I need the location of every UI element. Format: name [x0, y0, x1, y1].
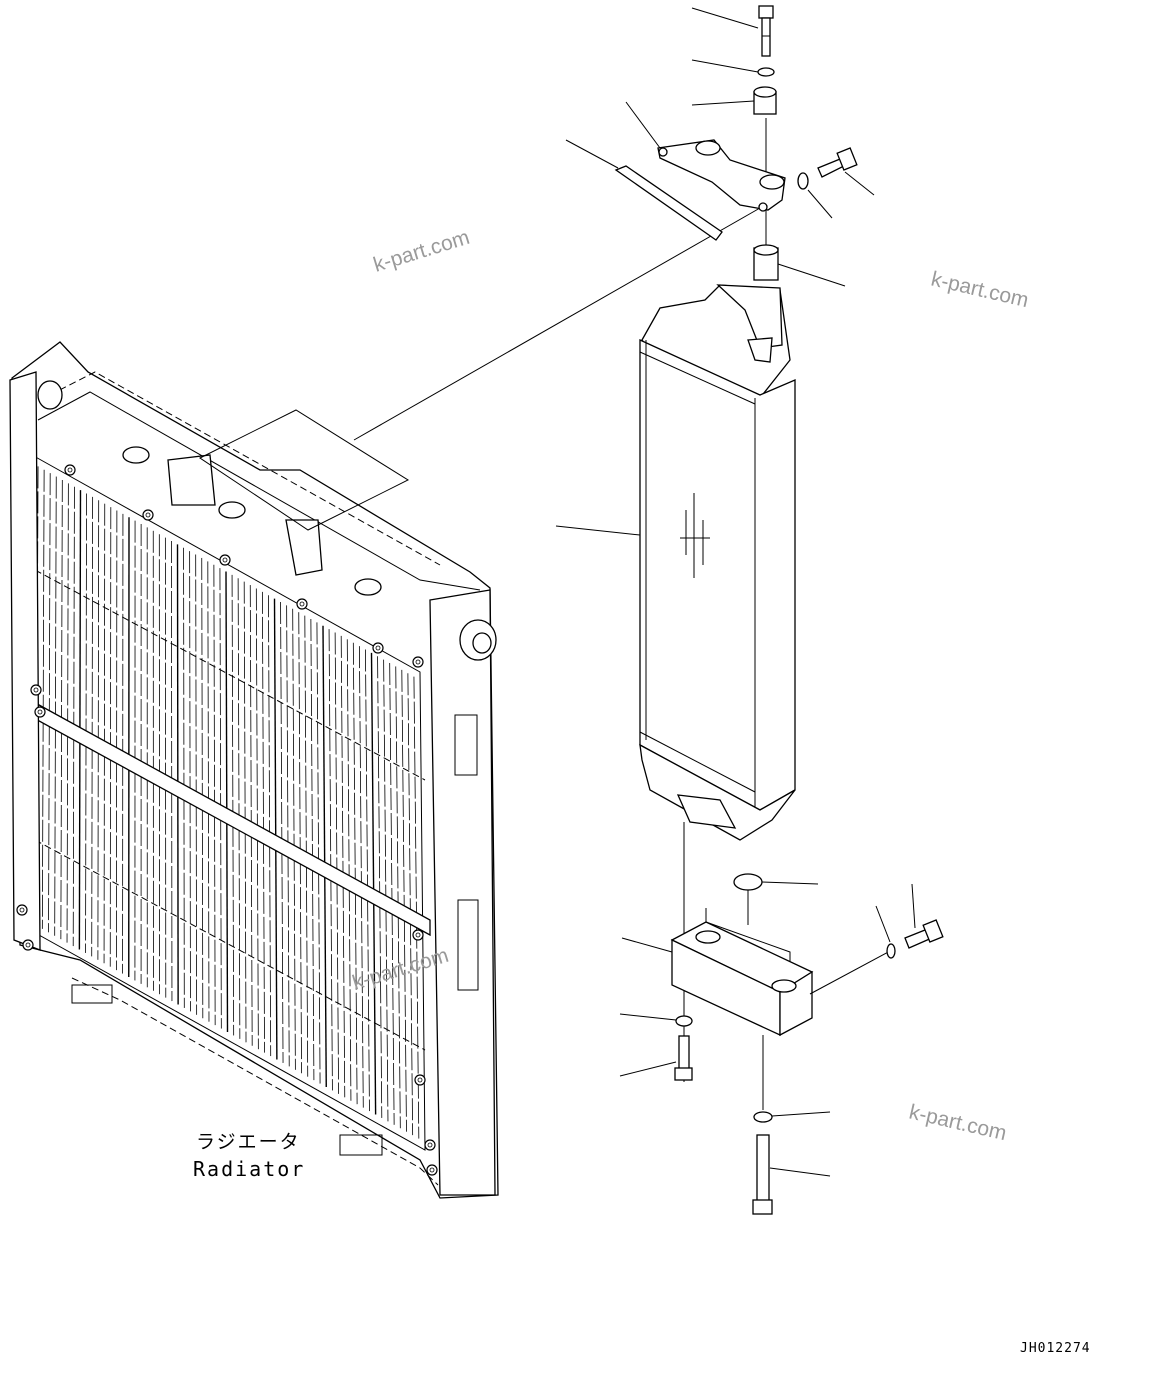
bottom-left-washer [676, 1016, 692, 1026]
cooler-body [640, 340, 795, 810]
lower-collar [754, 245, 778, 280]
bottom-right-washer [754, 1112, 772, 1122]
radiator-label-en: Radiator [193, 1157, 305, 1181]
radiator-label-jp: ラジエータ [196, 1131, 301, 1153]
top-washer [758, 68, 774, 76]
drawing-code: JH012274 [1020, 1341, 1091, 1356]
bottom-bracket-assembly [672, 874, 943, 1214]
side-bolt [818, 148, 857, 177]
bracket-bolt-lead [810, 950, 892, 994]
top-bracket-hole-1 [696, 141, 720, 155]
watermark: k-part.com [929, 267, 1031, 312]
radiator-mount-boss-hole [473, 633, 491, 653]
top-collar [754, 87, 776, 114]
radiator-cap-1 [123, 447, 149, 463]
radiator-core-crossline-lower [35, 840, 425, 1050]
watermark: k-part.com [907, 1100, 1009, 1145]
radiator-side-plate [430, 590, 495, 1195]
radiator-center-band [30, 700, 430, 935]
radiator-cap-2 [219, 502, 245, 518]
side-washer [798, 173, 808, 189]
bracket-side-washer [887, 944, 895, 958]
bottom-bracket-hole-2 [772, 980, 796, 992]
radiator-bottom-rail [72, 978, 438, 1185]
watermark: k-part.com [371, 226, 473, 277]
radiator-left-post [10, 372, 40, 950]
radiator-frame-outline [12, 342, 498, 1198]
bottom-bracket-hole-1 [696, 931, 720, 943]
radiator-bottom-foot-right [340, 1135, 382, 1155]
bottom-right-bolt [753, 1135, 772, 1214]
radiator-core-fins [36, 466, 419, 1138]
bottom-left-bolt [675, 1036, 692, 1080]
top-bracket-hole-2 [760, 175, 784, 189]
radiator-top-bracket [168, 455, 215, 505]
bracket-side-bolt [905, 920, 943, 948]
top-hardware-stack [616, 6, 857, 280]
top-bolt [759, 6, 773, 56]
radiator-top-bracket-2 [286, 520, 322, 575]
bottom-cap-disc [734, 874, 762, 890]
radiator-top-hidden-edge [40, 372, 440, 565]
radiator-assembly [10, 342, 498, 1198]
radiator-left-boss [38, 381, 62, 409]
radiator-cap-3 [355, 579, 381, 595]
